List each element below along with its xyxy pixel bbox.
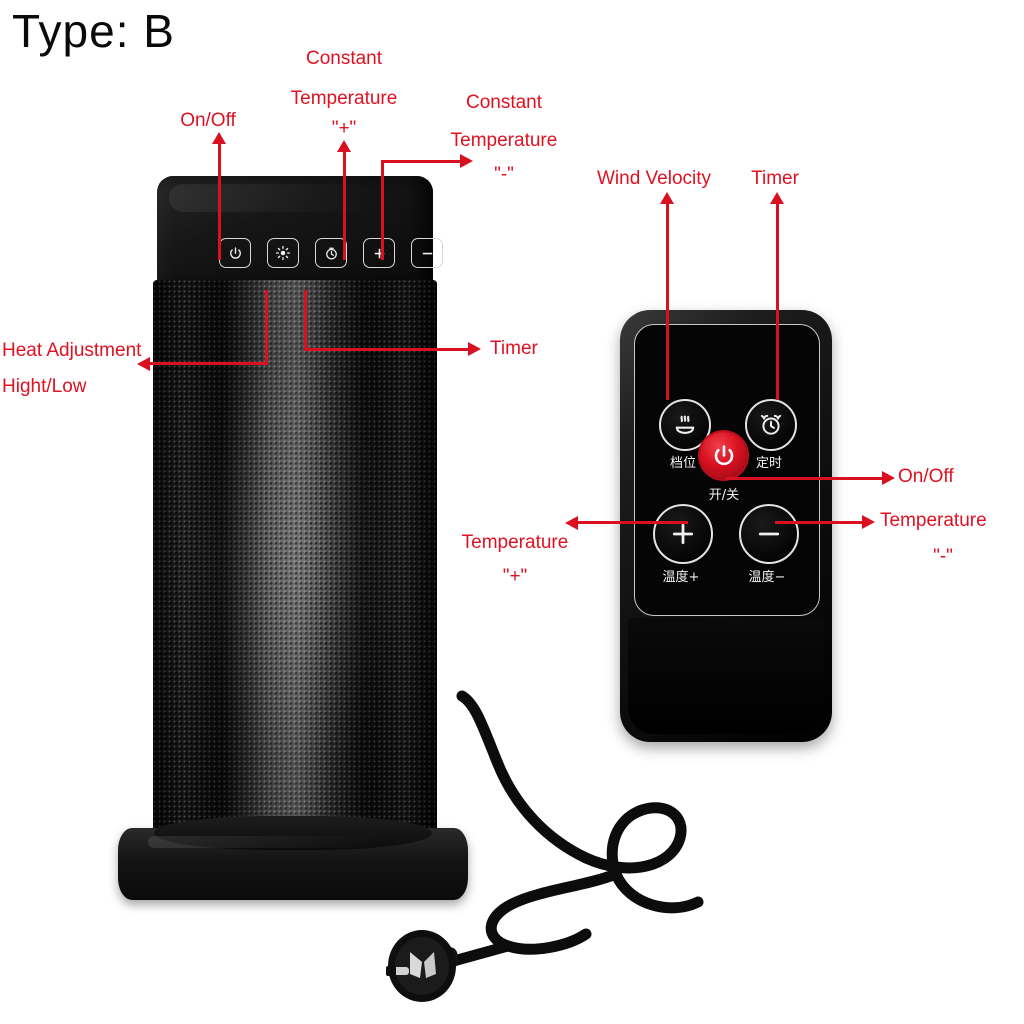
annotation-heater-const-minus-line1: Constant (465, 92, 543, 113)
arrowhead-remote-onoff (882, 471, 895, 485)
alarm-clock-icon (760, 414, 782, 435)
leader-heater-heat-v (265, 290, 268, 365)
leader-heater-const-minus-h (381, 160, 462, 163)
annotation-remote-temp-plus-line1: Temperature (461, 532, 569, 553)
annotation-heater-heat-line2: Hight/Low (2, 376, 87, 397)
arrowhead-heater-const-minus (460, 154, 473, 168)
remote-temp-plus-button[interactable] (653, 504, 713, 564)
remote-temp-minus-label: 温度− (748, 570, 786, 585)
annotation-heater-const-minus-line3: "-" (494, 164, 514, 185)
remote-wind-velocity-label: 档位 (669, 456, 696, 471)
remote-timer-button[interactable] (745, 399, 797, 451)
leader-remote-onoff (726, 477, 886, 480)
remote-timer-label: 定时 (755, 456, 782, 471)
annotation-heater-const-plus-line1: Constant (305, 48, 383, 69)
heater-heat-button[interactable] (267, 238, 299, 268)
annotation-remote-temp-minus-line2: "-" (933, 546, 953, 567)
annotation-heater-onoff: On/Off (180, 110, 236, 131)
remote-control: 档位 定时 开/关 温度+ (620, 310, 832, 742)
minus-icon (758, 532, 780, 536)
annotation-heater-const-minus-line2: Temperature (450, 130, 558, 151)
remote-power-label: 开/关 (708, 488, 740, 503)
remote-temp-minus-button[interactable] (739, 504, 799, 564)
heater-grille (153, 280, 437, 840)
leader-heater-onoff (218, 140, 221, 260)
remote-wind-velocity-button[interactable] (659, 399, 711, 451)
arrowhead-heater-heat (137, 357, 150, 371)
power-cord (386, 690, 704, 1002)
heater-top-panel (157, 176, 433, 286)
heater-power-button[interactable] (219, 238, 251, 268)
remote-temp-plus-label: 温度+ (662, 570, 700, 585)
leader-heater-timer-v (304, 290, 307, 350)
annotation-remote-temp-minus-line1: Temperature (880, 510, 987, 531)
timer-clock-icon (325, 247, 337, 259)
leader-remote-temp-minus (775, 521, 867, 524)
leader-heater-heat-h (150, 362, 268, 365)
leader-heater-const-minus-v (381, 160, 384, 260)
annotation-heater-const-plus-line3: "+" (331, 118, 357, 139)
plus-icon (374, 248, 384, 258)
arrowhead-remote-temp-plus (565, 516, 578, 530)
leader-remote-temp-plus (578, 521, 688, 524)
au-power-plug (386, 930, 456, 1002)
leader-heater-timer-h (304, 348, 470, 351)
annotation-remote-temp-plus-line2: "+" (502, 566, 528, 587)
power-icon (714, 444, 733, 465)
heater-unit (118, 176, 468, 900)
leader-remote-wind (666, 200, 669, 400)
minus-icon (422, 252, 432, 254)
arrowhead-remote-wind (660, 192, 674, 204)
grille-sheen (153, 280, 437, 840)
arrowhead-heater-timer (468, 342, 481, 356)
annotation-heater-timer: Timer (490, 338, 538, 359)
remote-lower-shell (628, 618, 824, 734)
remote-power-button[interactable] (700, 432, 747, 479)
annotation-heater-heat-line1: Heat Adjustment (2, 340, 142, 361)
heater-base (118, 816, 468, 900)
plus-icon (672, 523, 694, 545)
annotation-heater-const-plus-line2: Temperature (290, 88, 398, 109)
heater-control-panel (157, 238, 443, 278)
annotation-remote-onoff: On/Off (898, 466, 954, 487)
wind-heat-icon (675, 415, 695, 434)
heater-timer-button[interactable] (315, 238, 347, 268)
arrowhead-heater-const-plus (337, 140, 351, 152)
arrowhead-remote-timer (770, 192, 784, 204)
heater-plus-button[interactable] (363, 238, 395, 268)
arrowhead-heater-onoff (212, 132, 226, 144)
heater-minus-button[interactable] (411, 238, 443, 268)
annotation-remote-timer: Timer (751, 168, 799, 189)
annotation-remote-wind: Wind Velocity (596, 168, 712, 189)
arrowhead-remote-temp-minus (862, 515, 875, 529)
sun-heat-icon (275, 245, 291, 261)
page-title: Type: B (12, 5, 175, 57)
leader-heater-const-plus (343, 148, 346, 260)
leader-remote-timer (776, 200, 779, 400)
power-icon (229, 246, 241, 259)
